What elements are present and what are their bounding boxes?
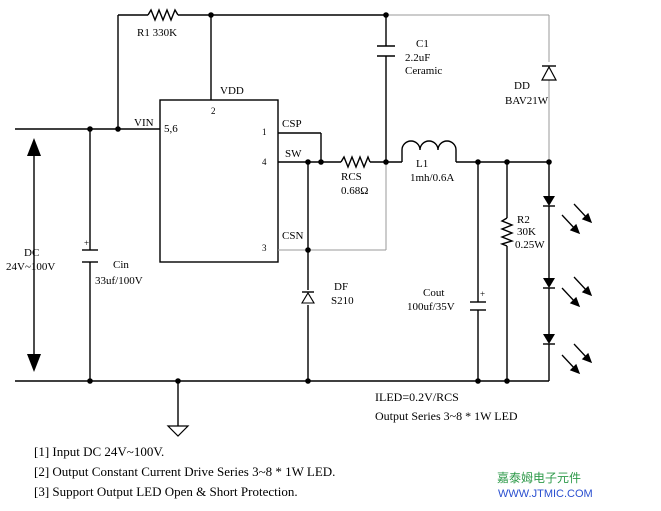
sw-label: SW	[285, 148, 302, 160]
pin2-label: 2	[211, 106, 216, 116]
cout-name-label: Cout	[423, 287, 444, 299]
svg-text:+: +	[84, 238, 89, 248]
c1-capacitor	[377, 45, 395, 57]
ground-symbol	[166, 381, 190, 437]
cout-capacitor	[470, 301, 486, 311]
junction-dots	[87, 12, 552, 384]
csp-label: CSP	[282, 118, 302, 130]
rcs-name-label: RCS	[341, 171, 362, 183]
watermark-url: WWW.JTMIC.COM	[498, 488, 593, 500]
led-1	[543, 196, 555, 207]
note-3: [3] Support Output LED Open & Short Prot…	[34, 484, 298, 499]
svg-text:+: +	[480, 289, 485, 299]
led-emission-arrows	[561, 203, 593, 375]
c1-type-label: Ceramic	[405, 65, 442, 77]
dc-voltage-arrow	[27, 138, 41, 372]
ic-block	[159, 99, 279, 263]
note-2: [2] Output Constant Current Drive Series…	[34, 464, 335, 479]
csn-label: CSN	[282, 230, 303, 242]
r2-resistor	[499, 217, 515, 247]
df-name-label: DF	[334, 281, 348, 293]
vin-label: VIN	[134, 117, 154, 129]
r2-value-label: 30K	[517, 226, 536, 238]
pin56-label: 5,6	[164, 123, 178, 135]
dd-diode	[540, 65, 558, 81]
vdd-label: VDD	[220, 85, 244, 97]
output-series-label: Output Series 3~8 * 1W LED	[375, 409, 518, 423]
pin3-label: 3	[262, 243, 267, 253]
led-3	[543, 334, 555, 345]
dd-part-label: BAV21W	[505, 95, 549, 107]
r1-label: R1 330K	[137, 27, 177, 39]
rcs-resistor	[340, 155, 371, 169]
cin-capacitor	[82, 249, 98, 263]
l1-inductor	[401, 140, 457, 162]
df-diode	[301, 291, 315, 304]
iled-formula: ILED=0.2V/RCS	[375, 390, 459, 404]
df-part-label: S210	[331, 295, 354, 307]
cout-value-label: 100uf/35V	[407, 301, 455, 313]
cin-name-label: Cin	[113, 259, 129, 271]
l1-value-label: 1mh/0.6A	[410, 172, 454, 184]
pin4-label: 4	[262, 157, 267, 167]
watermark-cn: 嘉泰姆电子元件	[497, 471, 581, 485]
pin1-label: 1	[262, 127, 267, 137]
rcs-value-label: 0.68Ω	[341, 185, 368, 197]
r1-resistor	[147, 8, 179, 22]
note-1: [1] Input DC 24V~100V.	[34, 444, 164, 459]
r2-name-label: R2	[517, 214, 530, 226]
dc-name-label: DC	[24, 247, 39, 259]
dd-name-label: DD	[514, 80, 530, 92]
c1-value-label: 2.2uF	[405, 52, 430, 64]
c1-name-label: C1	[416, 38, 429, 50]
dc-range-label: 24V~100V	[6, 261, 55, 273]
l1-name-label: L1	[416, 158, 428, 170]
r2-power-label: 0.25W	[515, 239, 545, 251]
cin-value-label: 33uf/100V	[95, 275, 143, 287]
led-2	[543, 278, 555, 289]
